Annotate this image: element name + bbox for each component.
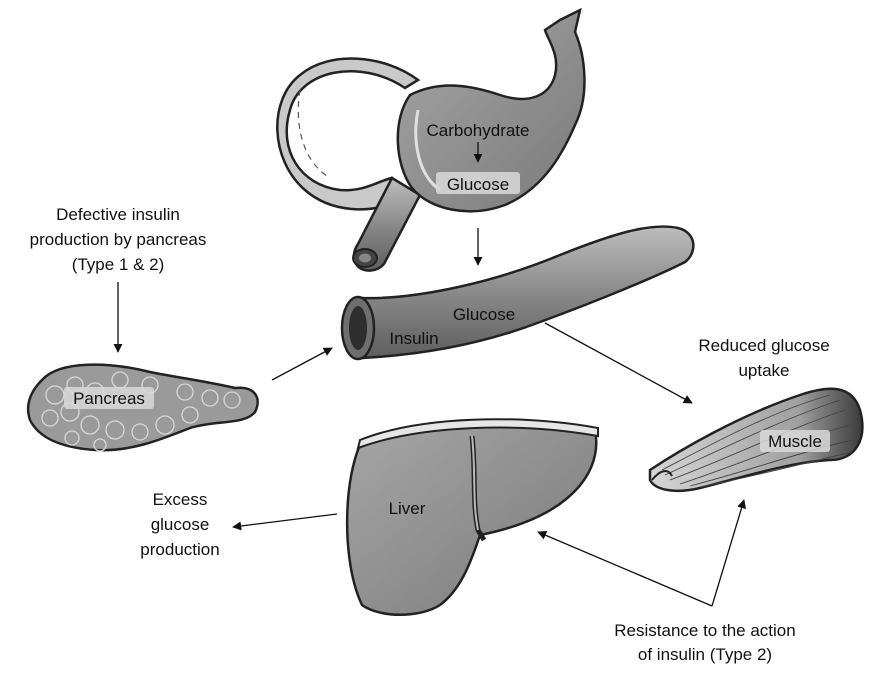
muscle-illustration xyxy=(650,389,862,491)
stomach-illustration xyxy=(277,10,584,271)
label-pancreas: Pancreas xyxy=(73,389,145,408)
arrow-resistance-to-liver xyxy=(538,532,712,606)
liver-illustration xyxy=(347,419,598,614)
label-glucose-stomach: Glucose xyxy=(447,175,509,194)
label-resistance-line1: Resistance to the action xyxy=(614,621,795,640)
label-excess-line3: production xyxy=(140,540,219,559)
label-insulin: Insulin xyxy=(389,329,438,348)
label-reduced-line1: Reduced glucose xyxy=(698,336,829,355)
label-carbohydrate: Carbohydrate xyxy=(426,121,529,140)
label-glucose-vessel: Glucose xyxy=(453,305,515,324)
label-excess-line1: Excess xyxy=(153,490,208,509)
label-defective-line1: Defective insulin xyxy=(56,205,180,224)
label-muscle: Muscle xyxy=(768,432,822,451)
label-defective-line3: (Type 1 & 2) xyxy=(72,255,165,274)
label-liver: Liver xyxy=(389,499,426,518)
arrow-pancreas-to-vessel xyxy=(272,348,332,380)
label-defective-line2: production by pancreas xyxy=(30,230,207,249)
arrow-resistance-to-muscle xyxy=(712,500,744,606)
arrow-liver-to-excess xyxy=(233,514,337,527)
label-reduced-line2: uptake xyxy=(738,361,789,380)
label-excess-line2: glucose xyxy=(151,515,210,534)
label-resistance-line2: of insulin (Type 2) xyxy=(638,645,772,664)
arrow-vessel-to-muscle xyxy=(545,323,692,403)
